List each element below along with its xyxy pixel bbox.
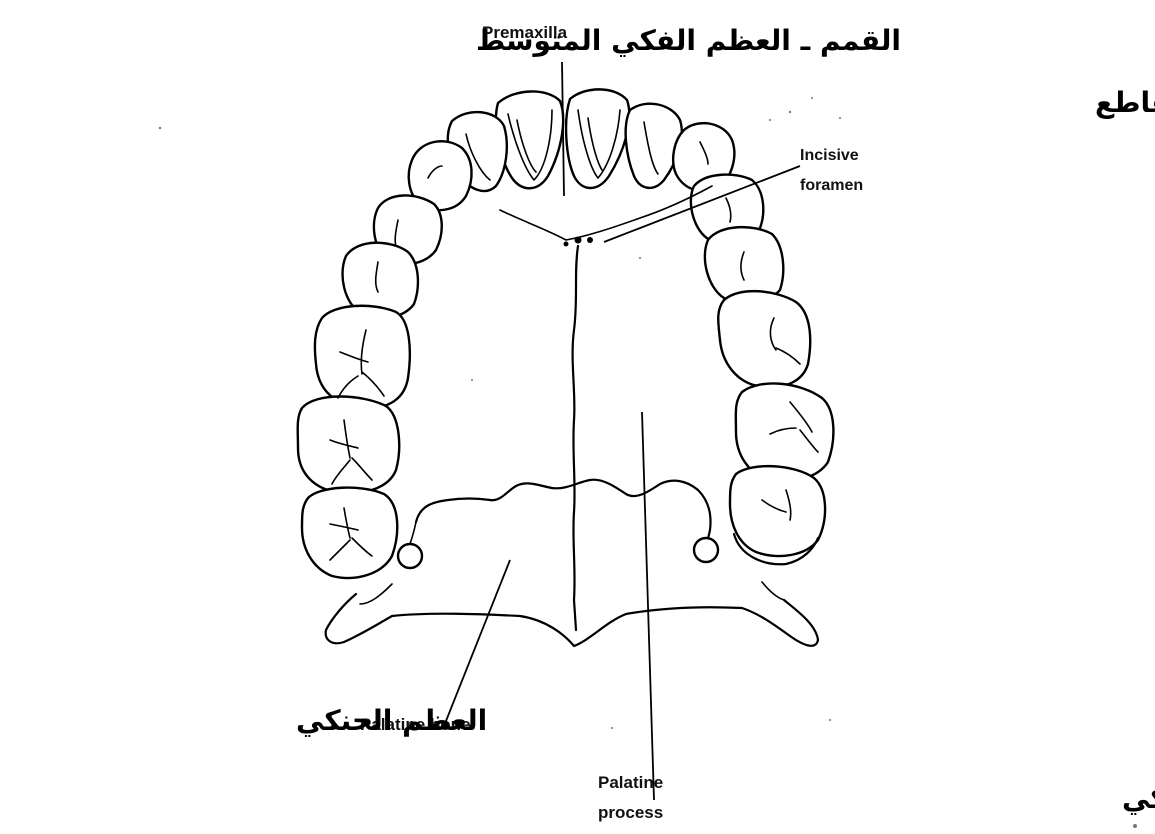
tooth-molar-3-left xyxy=(302,488,397,578)
incisive-foramen-label-line1: Incisive xyxy=(800,147,859,164)
palatine-process-arabic-label: ـ النتوء الحنكي xyxy=(1122,782,1155,815)
median-palatine-suture xyxy=(573,246,578,630)
tooth-molar-2-left xyxy=(298,397,400,494)
palatine-process-label-line1: Palatine xyxy=(598,773,663,792)
tooth-molar-3-right xyxy=(730,466,825,556)
greater-palatine-foramen-left xyxy=(398,544,422,568)
premaxilla-leader-line xyxy=(562,62,564,196)
tooth-lateral-incisor-right xyxy=(626,104,682,188)
incisive-foramen xyxy=(575,237,582,244)
incisive-foramen-arabic-label: الثقب القاطع xyxy=(1095,86,1155,119)
palatine-bone-leader xyxy=(444,560,510,726)
greater-palatine-foramen-right xyxy=(694,538,718,562)
palatine-process-label-line2: process xyxy=(598,803,663,822)
tooth-molar-1-right xyxy=(718,291,810,387)
dental-arch xyxy=(298,89,834,578)
posterior-palatine-border xyxy=(326,594,818,646)
transverse-palatine-suture xyxy=(416,480,711,548)
palatine-bone-arabic-label: العظم الحنكي xyxy=(296,704,487,737)
incisive-foramen-label-line2: foramen xyxy=(800,177,863,194)
tooth-molar-1-left xyxy=(315,306,410,409)
palatine-process-leader xyxy=(642,412,654,800)
premaxilla-arabic-label: القمم ـ العظم الفكي المتوسط xyxy=(476,24,901,57)
tooth-central-incisor-right xyxy=(566,89,629,188)
incisive-foramen-secondary xyxy=(587,237,593,243)
